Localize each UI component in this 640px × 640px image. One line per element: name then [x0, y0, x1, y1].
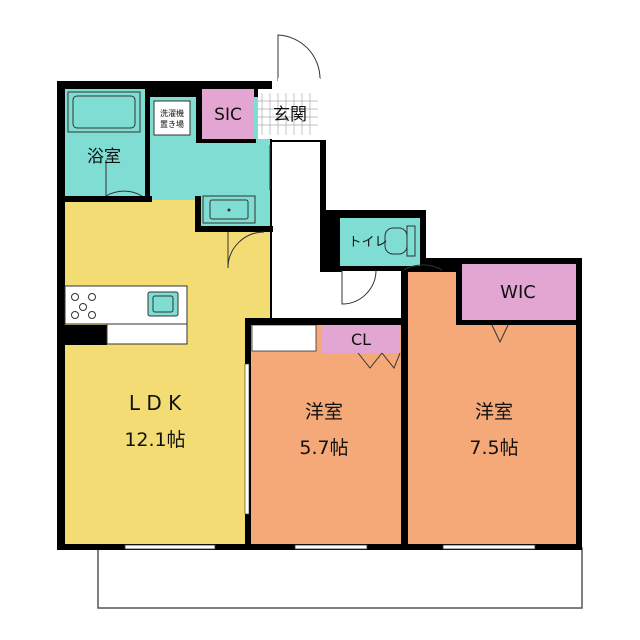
bathroom-label: 浴室	[87, 147, 121, 167]
cl-label: CL	[351, 330, 371, 349]
wall-bath	[145, 89, 150, 199]
bathtub-inner	[72, 95, 136, 129]
wall-wic-left	[456, 258, 462, 325]
room1-name: 洋室	[305, 401, 343, 423]
wall-room1-room2	[401, 270, 408, 548]
toilet-label: トイレ	[348, 235, 387, 250]
wall-wic-bottom	[456, 320, 582, 325]
cl-doors	[357, 352, 401, 369]
sic-floor	[201, 89, 254, 139]
washer-label-2: 置き場	[160, 119, 184, 129]
washer-label-1: 洗濯機	[160, 108, 184, 118]
toilet-tank	[406, 225, 416, 257]
room2-size: 7.5帖	[469, 437, 518, 459]
sic-label: SIC	[214, 105, 242, 125]
front-door	[277, 34, 321, 81]
wic-floor	[462, 264, 576, 321]
wic-door	[491, 324, 509, 344]
balcony	[97, 547, 583, 609]
wall-wash-ldk	[195, 226, 273, 232]
ldk-name: L D K	[129, 391, 182, 415]
room2-floor	[408, 272, 576, 544]
toilet-bowl	[384, 227, 408, 255]
wall-toilet-bottom	[336, 266, 424, 271]
kitchen-bar	[106, 323, 188, 345]
hallway-floor	[272, 142, 398, 320]
ldk-floor	[65, 200, 270, 544]
washer-box	[153, 100, 191, 136]
wall-hall-room1	[245, 318, 405, 325]
room1-size: 5.7帖	[299, 437, 348, 459]
ldk-size: 12.1帖	[124, 429, 185, 451]
windows	[124, 544, 536, 550]
wash-basin-drain	[227, 208, 231, 212]
room2-name: 洋室	[475, 401, 513, 423]
wic-label: WIC	[500, 282, 536, 303]
wall-sic-left	[196, 89, 202, 141]
kitchen-sink	[147, 291, 179, 317]
wall-toilet-left	[334, 214, 340, 270]
cl-entry-floor	[251, 324, 317, 352]
entrance-label: 玄関	[273, 105, 307, 125]
entrance-tiles	[258, 93, 318, 135]
ldk-sliding-door	[244, 363, 250, 515]
hall-lower-floor	[342, 270, 404, 318]
wall-kitchen-counter	[57, 325, 107, 345]
wall-bath-ldk	[57, 196, 152, 202]
bathtub	[67, 91, 141, 133]
front-door-gap	[278, 78, 320, 84]
wall-sic-bottom	[196, 139, 256, 143]
stove	[71, 293, 96, 319]
cl-floor	[322, 325, 400, 353]
wash-basin-bowl	[209, 199, 249, 220]
doors	[105, 145, 443, 305]
kitchen-sink-inner	[152, 295, 174, 313]
wall-wash-ldk-v	[195, 196, 201, 232]
